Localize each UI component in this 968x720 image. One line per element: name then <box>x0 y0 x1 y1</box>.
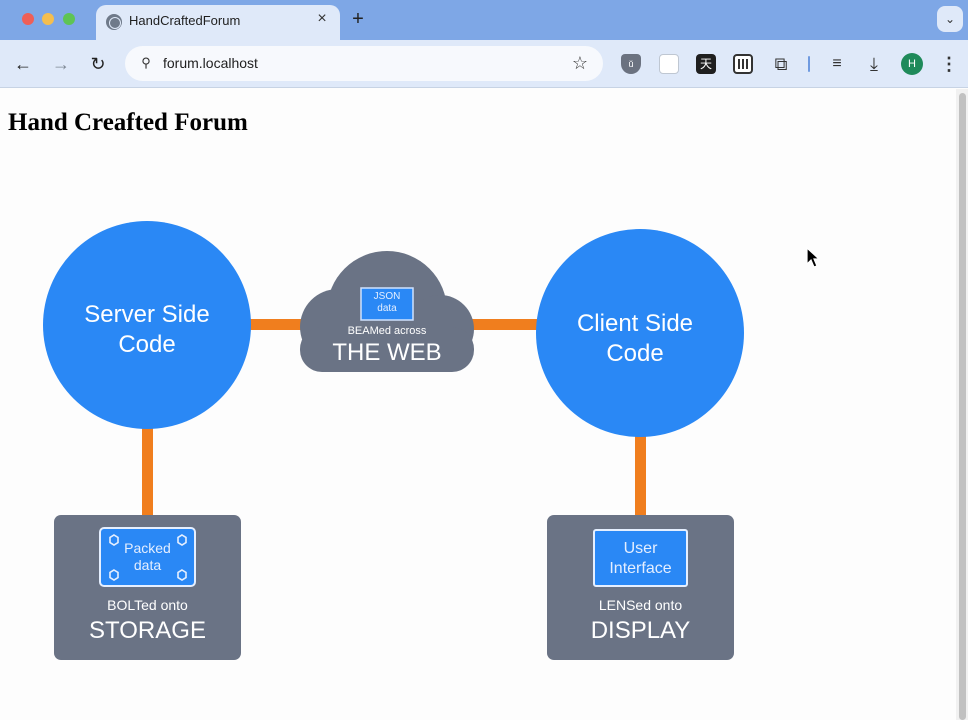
bolted-onto-caption: BOLTed onto <box>107 597 188 613</box>
architecture-diagram: Server Side Code Client Side Code JSON d… <box>0 89 968 720</box>
close-tab-icon[interactable]: × <box>317 10 327 27</box>
mouse-cursor-icon <box>806 247 821 268</box>
the-web-title: THE WEB <box>332 339 442 366</box>
connector-server-storage <box>142 424 153 519</box>
download-icon[interactable]: ⤓ <box>870 54 878 74</box>
browser-toolbar: ← → ↻ ⚲ forum.localhost ☆ ŭ 天 ⧉ ≡ ⤓ H ⋮ <box>0 40 968 88</box>
site-info-icon[interactable]: ⚲ <box>141 55 151 70</box>
lensed-onto-caption: LENSed onto <box>598 597 683 613</box>
bolt-icon <box>109 569 119 581</box>
back-button[interactable]: ← <box>14 54 32 74</box>
json-data-label: JSON data <box>361 291 413 315</box>
packed-data-line2: data <box>133 557 162 573</box>
ublock-icon[interactable]: ŭ <box>621 54 641 74</box>
maximize-window-button[interactable] <box>63 13 75 25</box>
display-title: DISPLAY <box>590 617 691 644</box>
connector-server-web <box>240 319 320 330</box>
client-side-circle <box>536 229 744 437</box>
reload-button[interactable]: ↻ <box>90 54 106 74</box>
storage-title: STORAGE <box>89 617 206 644</box>
user-interface-line2: Interface <box>609 560 672 577</box>
tian-extension-icon[interactable]: 天 <box>696 54 716 74</box>
server-side-line1: Server Side <box>84 301 210 328</box>
bolt-icon <box>177 569 187 581</box>
packed-data-box <box>99 527 196 587</box>
client-side-line2: Code <box>606 340 664 367</box>
toolbar-divider <box>808 56 810 72</box>
server-side-line2: Code <box>118 331 176 358</box>
bolt-icon <box>177 534 187 546</box>
page-title: Hand Creafted Forum <box>8 109 248 136</box>
packed-data-line1: Packed <box>124 540 171 556</box>
user-interface-box <box>593 529 688 587</box>
tab-title: HandCraftedForum <box>129 13 241 28</box>
profile-avatar[interactable]: H <box>901 53 923 75</box>
globe-icon <box>106 14 122 30</box>
user-interface-line1: User <box>623 540 658 557</box>
url-text[interactable]: forum.localhost <box>163 55 258 71</box>
server-side-label: Server Side Code <box>57 300 237 360</box>
blank-extension-icon[interactable] <box>659 54 679 74</box>
json-data-line2: data <box>377 303 397 314</box>
close-window-button[interactable] <box>22 13 34 25</box>
vertical-scrollbar[interactable] <box>956 89 968 720</box>
json-data-line1: JSON <box>373 291 401 302</box>
new-tab-button[interactable]: + <box>352 8 364 30</box>
tab-handcraftedforum[interactable]: HandCraftedForum × <box>96 5 340 40</box>
bolt-icon <box>109 534 119 546</box>
user-interface-label: User Interface <box>594 539 687 579</box>
forward-button[interactable]: → <box>52 54 70 74</box>
diagram-graphic <box>43 221 744 660</box>
media-control-icon[interactable]: ≡ <box>832 55 842 72</box>
browser-titlebar: HandCraftedForum × + ⌄ <box>0 0 968 40</box>
json-data-box <box>360 287 414 321</box>
qr-code-icon[interactable] <box>733 54 753 74</box>
client-side-line1: Client Side <box>576 310 694 337</box>
bookmark-star-icon[interactable]: ☆ <box>571 53 589 73</box>
beamed-across-caption: BEAMed across <box>347 325 427 337</box>
extensions-puzzle-icon[interactable]: ⧉ <box>774 54 788 74</box>
scrollbar-thumb[interactable] <box>959 93 966 720</box>
tab-search-button[interactable]: ⌄ <box>937 6 963 32</box>
server-side-circle <box>43 221 251 429</box>
connector-web-client <box>460 319 550 330</box>
bolt-icon-group <box>109 534 187 581</box>
client-side-label: Client Side Code <box>545 309 725 369</box>
connector-client-display <box>635 431 646 519</box>
address-bar[interactable]: ⚲ forum.localhost ☆ <box>125 46 603 81</box>
packed-data-label: Packed data <box>100 540 195 574</box>
browser-menu-icon[interactable]: ⋮ <box>940 54 958 74</box>
minimize-window-button[interactable] <box>42 13 54 25</box>
